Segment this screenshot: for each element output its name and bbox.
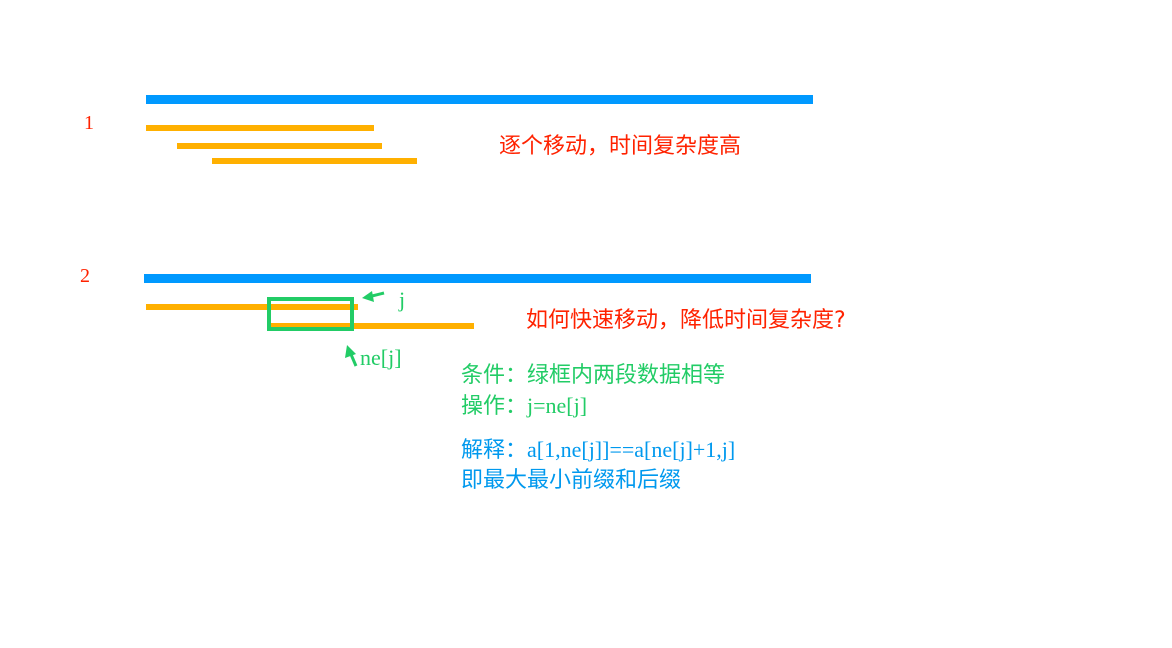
condition-line: 条件：绿框内两段数据相等 (461, 357, 725, 389)
operation-line: 操作：j=ne[j] (461, 388, 587, 420)
explain-line-2: 即最大最小前缀和后缀 (461, 468, 682, 493)
explain-label: 解释： (461, 438, 528, 463)
explain-line: 解释：a[1,ne[j]]==a[ne[j]+1,j] (461, 432, 735, 464)
section-1-caption: 逐个移动，时间复杂度高 (499, 134, 742, 159)
main-string-bar-2 (144, 274, 811, 283)
main-string-bar-1 (146, 95, 813, 104)
section-1-number: 1 (84, 112, 94, 134)
arrow-j-icon (362, 291, 385, 302)
condition-text: 绿框内两段数据相等 (527, 363, 726, 388)
pattern-bar-2a (146, 304, 358, 310)
pattern-bar-2b (268, 323, 474, 329)
pattern-bar-1c (212, 158, 417, 164)
pointer-ne-label: ne[j] (360, 345, 402, 370)
condition-label: 条件： (461, 363, 528, 388)
pattern-bar-1a (146, 125, 374, 131)
pointer-j-label: j (399, 287, 406, 312)
pattern-bar-1b (177, 143, 382, 149)
section-2-caption: 如何快速移动，降低时间复杂度? (526, 308, 846, 333)
arrow-ne-icon (345, 345, 358, 367)
operation-text: j=ne[j] (527, 393, 588, 418)
matching-segment-box (267, 297, 354, 331)
section-2-number: 2 (80, 265, 90, 287)
operation-label: 操作： (461, 394, 528, 419)
explain-text: a[1,ne[j]]==a[ne[j]+1,j] (527, 437, 736, 462)
